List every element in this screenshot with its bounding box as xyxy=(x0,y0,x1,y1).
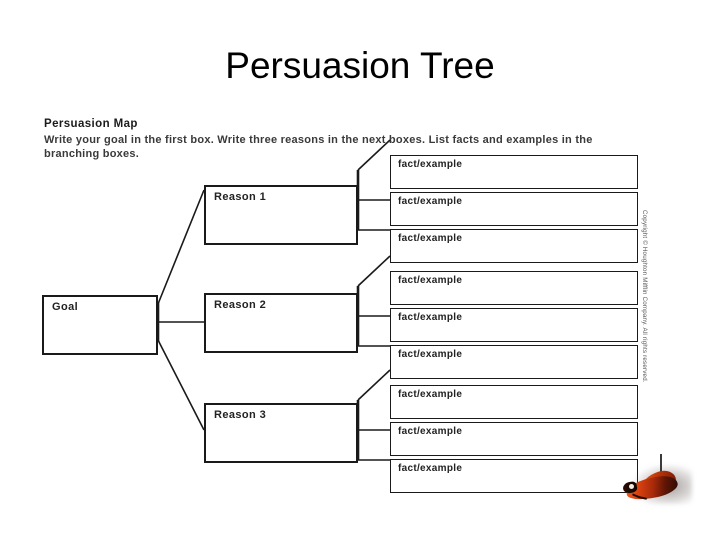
fact-example-box-5[interactable]: fact/example xyxy=(390,308,638,342)
fact-example-box-2[interactable]: fact/example xyxy=(390,192,638,226)
reason-box-3[interactable]: Reason 3 xyxy=(204,403,358,463)
worksheet-heading: Persuasion Map xyxy=(44,118,138,130)
goal-box-label: Goal xyxy=(52,301,79,313)
fact-example-box-3-label: fact/example xyxy=(398,233,463,244)
fact-example-box-1-label: fact/example xyxy=(398,159,463,170)
fact-example-box-9-label: fact/example xyxy=(398,463,463,474)
fact-example-box-4-label: fact/example xyxy=(398,275,463,286)
fact-example-box-1[interactable]: fact/example xyxy=(390,155,638,189)
butterfly-graphic xyxy=(620,454,698,508)
reason-box-3-label: Reason 3 xyxy=(214,409,267,421)
graphic-spot xyxy=(629,484,634,489)
fact-example-box-8[interactable]: fact/example xyxy=(390,422,638,456)
fact-example-box-8-label: fact/example xyxy=(398,426,463,437)
persuasion-map-worksheet: Persuasion Map Write your goal in the fi… xyxy=(36,118,684,493)
fact-example-box-2-label: fact/example xyxy=(398,196,463,207)
page-title: Persuasion Tree xyxy=(225,45,495,86)
graphic-stem xyxy=(660,454,662,478)
reason-box-1-label: Reason 1 xyxy=(214,191,267,203)
worksheet-instructions: Write your goal in the first box. Write … xyxy=(44,134,593,160)
fact-example-box-9[interactable]: fact/example xyxy=(390,459,638,493)
copyright-notice: Copyright © Houghton Mifflin Company. Al… xyxy=(641,210,648,383)
reason-box-2[interactable]: Reason 2 xyxy=(204,293,358,353)
fact-example-box-7[interactable]: fact/example xyxy=(390,385,638,419)
reason-box-1[interactable]: Reason 1 xyxy=(204,185,358,245)
fact-example-box-6[interactable]: fact/example xyxy=(390,345,638,379)
fact-example-box-5-label: fact/example xyxy=(398,312,463,323)
fact-example-box-3[interactable]: fact/example xyxy=(390,229,638,263)
goal-box[interactable]: Goal xyxy=(42,295,158,355)
fact-example-box-4[interactable]: fact/example xyxy=(390,271,638,305)
reason-box-2-label: Reason 2 xyxy=(214,299,267,311)
fact-example-box-6-label: fact/example xyxy=(398,349,463,360)
fact-example-box-7-label: fact/example xyxy=(398,389,463,400)
